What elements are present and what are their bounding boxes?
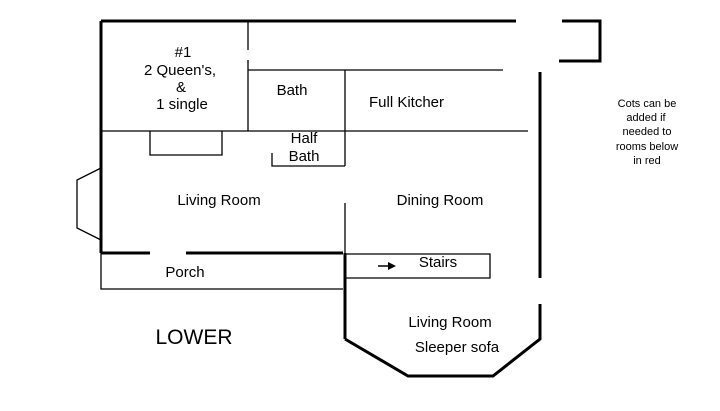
living-room-label: Living Room xyxy=(177,192,260,209)
bedroom-closet xyxy=(149,131,223,156)
cots-note-line5: in red xyxy=(633,155,661,167)
bedroom-beds-line2: & xyxy=(176,79,186,96)
sleeper-sofa-label: Sleeper sofa xyxy=(415,339,500,356)
bedroom-beds-line3: 1 single xyxy=(156,96,208,113)
porch-label: Porch xyxy=(165,264,204,281)
half-bath-label-line2: Bath xyxy=(289,148,320,165)
bedroom-beds-line1: 2 Queen's, xyxy=(144,62,216,79)
lower-living-room-label: Living Room xyxy=(408,314,491,331)
bay-window xyxy=(76,167,102,241)
bath-label: Bath xyxy=(277,82,308,99)
half-bath-label-line1: Half xyxy=(291,130,319,147)
cots-note-line4: rooms below xyxy=(616,141,678,153)
interior-walls xyxy=(100,21,528,290)
cots-note-line1: Cots can be xyxy=(618,98,677,110)
exterior-walls xyxy=(99,19,602,378)
bedroom-number: #1 xyxy=(175,44,192,61)
cots-note-line2: added if xyxy=(626,112,666,124)
stairs-arrow-icon xyxy=(378,262,396,270)
dining-room-label: Dining Room xyxy=(397,192,484,209)
cots-note: Cots can be added if needed to rooms bel… xyxy=(616,98,678,167)
cots-note-line3: needed to xyxy=(623,126,672,138)
stairs-label: Stairs xyxy=(419,254,457,271)
floor-label: LOWER xyxy=(155,326,232,349)
kitchen-label: Full Kitcher xyxy=(369,94,444,111)
